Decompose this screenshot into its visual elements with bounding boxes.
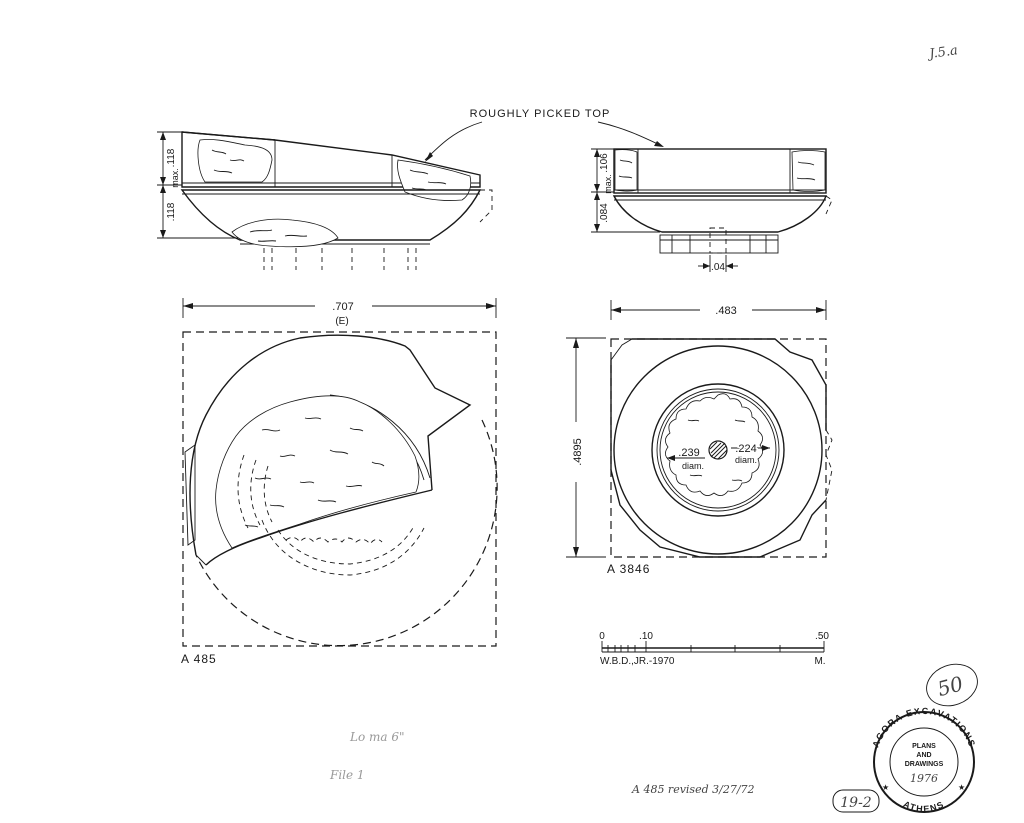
diam-label-b: diam.	[735, 455, 757, 465]
label-a3846: A 3846	[607, 562, 650, 576]
dim-118: .118	[166, 202, 177, 221]
dim-118-max: .118	[166, 148, 177, 167]
scale-50: .50	[815, 631, 829, 642]
faint-note-2: File 1	[329, 768, 365, 782]
dim-4895: .4895	[572, 438, 584, 466]
circled-note: 50	[926, 663, 978, 707]
scale-0: 0	[599, 631, 605, 642]
dim-239: .239	[678, 447, 699, 459]
draftsman-signature: W.B.D.,JR.-1970	[600, 656, 675, 667]
stamp-bottom-text: ATHENS	[902, 799, 945, 814]
elevation-a485: .118 max. .118	[157, 131, 493, 270]
dim-224: .224	[735, 443, 756, 455]
scale-bar: 0 .10 .50 M. W.B.D.,JR.-1970	[599, 631, 829, 667]
sheet-number: 19-2	[832, 789, 880, 813]
dim-084: .084	[599, 203, 610, 223]
roughly-picked-top-label: ROUGHLY PICKED TOP	[470, 108, 611, 120]
scale-10: .10	[639, 631, 653, 642]
roughly-picked-top-callout: ROUGHLY PICKED TOP	[424, 108, 664, 162]
dim-707-note: (E)	[335, 316, 348, 327]
dim-max-word-a: max.	[170, 168, 180, 188]
stamp-star-left: ★	[882, 783, 889, 792]
stamp-year: 1976	[910, 772, 938, 785]
svg-text:ATHENS: ATHENS	[902, 799, 946, 814]
elevation-a3846: .04 .106 max. .084	[591, 148, 833, 273]
scale-unit: M.	[814, 656, 825, 667]
revision-note: A 485 revised 3/27/72	[631, 783, 755, 796]
plan-a485: .707 (E) A 485	[181, 298, 498, 666]
faint-note-1: Lo ma 6"	[349, 730, 405, 744]
label-a485: A 485	[181, 652, 217, 666]
dim-707: .707	[332, 301, 353, 313]
dim-max-word-b: max.	[603, 174, 613, 194]
dim-106-max: .106	[599, 153, 610, 173]
circled-note-text: 50	[935, 671, 966, 701]
sheet-number-text: 19-2	[840, 795, 872, 811]
plan-a3846: .483 .4895	[566, 300, 833, 576]
stamp-line2: AND	[916, 752, 931, 759]
stamp-line3: DRAWINGS	[905, 761, 944, 768]
stamp-line1: PLANS	[912, 743, 936, 750]
diam-label-a: diam.	[682, 461, 704, 471]
dim-483: .483	[715, 305, 736, 317]
stamp-star-right: ★	[958, 783, 965, 792]
dim-04: .04	[711, 262, 725, 273]
corner-note: J.5.a	[925, 43, 958, 62]
center-hatch	[709, 441, 728, 460]
agora-excavations-stamp: AGORA EXCAVATIONS ATHENS ★ ★ PLANS AND D…	[870, 706, 976, 814]
